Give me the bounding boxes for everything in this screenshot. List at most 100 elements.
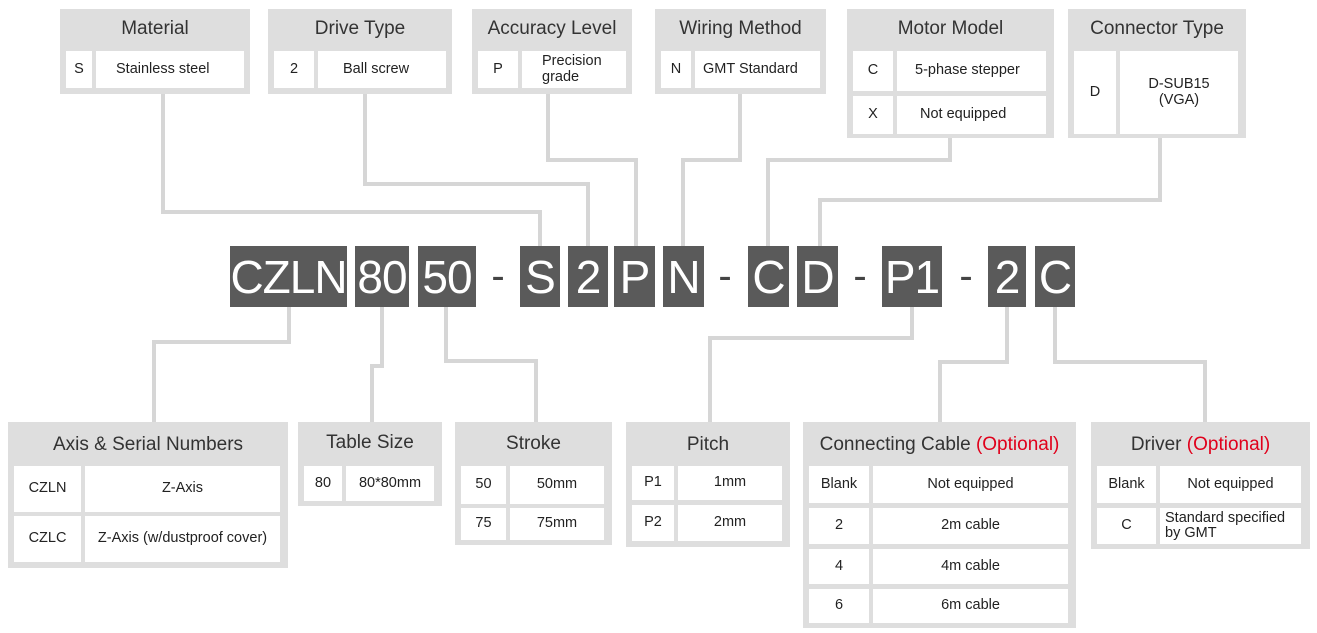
segment-drive-type: 2 (568, 246, 608, 307)
connector-type-panel: Connector Type D D-SUB15 (VGA) (1068, 9, 1246, 138)
axis-serial-desc: Z-Axis (w/dustproof cover) (85, 516, 280, 562)
driver-row-2: C Standard specified by GMT (1097, 508, 1301, 544)
motor-model-panel: Motor Model C 5-phase stepper X Not equi… (847, 9, 1054, 138)
stroke-panel: Stroke 50 50mm 75 75mm (455, 422, 612, 545)
driver-title-text: Driver (1130, 434, 1182, 455)
wiring-method-title: Wiring Method (679, 18, 802, 39)
connecting-cable-desc: 2m cable (873, 508, 1068, 544)
material-desc: Stainless steel (96, 51, 244, 88)
motor-model-code: X (853, 96, 893, 134)
connector-type-title: Connector Type (1090, 18, 1224, 39)
driver-desc: Standard specified by GMT (1160, 508, 1301, 544)
stroke-code: 50 (461, 466, 506, 504)
wiring-method-desc: GMT Standard (695, 51, 820, 88)
axis-serial-row-1: CZLN Z-Axis (14, 466, 280, 512)
axis-serial-panel: Axis & Serial Numbers CZLN Z-Axis CZLC Z… (8, 422, 288, 568)
driver-code: Blank (1097, 466, 1156, 503)
motor-model-row-2: X Not equipped (853, 96, 1046, 134)
connector-line-pitch (708, 307, 914, 424)
motor-model-title: Motor Model (897, 18, 1004, 39)
segment-wiring: N (663, 246, 704, 307)
segment-accuracy: P (614, 246, 655, 307)
material-title: Material (121, 18, 189, 39)
connecting-cable-desc: Not equipped (873, 466, 1068, 503)
segment-series: CZLN (230, 246, 348, 307)
table-size-row: 80 80*80mm (304, 466, 434, 501)
separator-dash: - (959, 254, 973, 298)
connector-line-accuracy (546, 94, 638, 246)
wiring-method-panel: Wiring Method N GMT Standard (655, 9, 826, 94)
pitch-row-2: P2 2mm (632, 505, 782, 541)
stroke-row-1: 50 50mm (461, 466, 604, 504)
driver-panel: Driver (Optional) Blank Not equipped C S… (1091, 422, 1310, 549)
optional-label: (Optional) (975, 434, 1060, 455)
driver-desc: Not equipped (1160, 466, 1301, 503)
connecting-cable-desc: 4m cable (873, 549, 1068, 584)
segment-driver: C (1035, 246, 1075, 307)
optional-label: (Optional) (1186, 434, 1271, 455)
driver-title: Driver (Optional) (1091, 434, 1310, 456)
pitch-panel: Pitch P1 1mm P2 2mm (626, 422, 790, 547)
connecting-cable-panel: Connecting Cable (Optional) Blank Not eq… (803, 422, 1076, 628)
connecting-cable-row-2: 2 2m cable (809, 508, 1068, 544)
pitch-row-1: P1 1mm (632, 466, 782, 500)
connector-line-axis (152, 307, 291, 424)
connecting-cable-title-text: Connecting Cable (819, 434, 971, 455)
axis-serial-code: CZLC (14, 516, 81, 562)
pitch-title: Pitch (686, 434, 730, 455)
connecting-cable-code: 4 (809, 549, 869, 584)
connector-line-connector (818, 138, 1162, 246)
separator-dash: - (853, 254, 867, 298)
axis-serial-code: CZLN (14, 466, 81, 512)
pitch-desc: 2mm (678, 505, 782, 541)
axis-serial-row-2: CZLC Z-Axis (w/dustproof cover) (14, 516, 280, 562)
connector-line-stroke (444, 307, 538, 424)
axis-serial-desc: Z-Axis (85, 466, 280, 512)
motor-model-desc: Not equipped (897, 96, 1046, 134)
connector-line-driver (1053, 307, 1207, 424)
accuracy-level-title: Accuracy Level (487, 18, 617, 39)
stroke-code: 75 (461, 508, 506, 540)
connector-type-row: D D-SUB15 (VGA) (1074, 51, 1238, 134)
connector-line-motor (766, 138, 952, 246)
connecting-cable-row-1: Blank Not equipped (809, 466, 1068, 503)
segment-connector: D (797, 246, 838, 307)
table-size-desc: 80*80mm (346, 466, 434, 501)
material-code: S (66, 51, 92, 88)
wiring-method-row: N GMT Standard (661, 51, 820, 88)
stroke-desc: 50mm (510, 466, 604, 504)
motor-model-desc: 5-phase stepper (897, 51, 1046, 91)
drive-type-panel: Drive Type 2 Ball screw (268, 9, 452, 94)
drive-type-row: 2 Ball screw (274, 51, 446, 88)
stroke-row-2: 75 75mm (461, 508, 604, 540)
connector-type-desc: D-SUB15 (VGA) (1120, 51, 1238, 134)
motor-model-code: C (853, 51, 893, 91)
connector-line-wiring (681, 94, 742, 246)
connector-line-cable (938, 307, 1009, 424)
axis-serial-title: Axis & Serial Numbers (52, 434, 244, 455)
accuracy-level-code: P (478, 51, 518, 88)
segment-motor: C (748, 246, 789, 307)
segment-material: S (520, 246, 560, 307)
driver-row-1: Blank Not equipped (1097, 466, 1301, 503)
connecting-cable-row-3: 4 4m cable (809, 549, 1068, 584)
pitch-desc: 1mm (678, 466, 782, 500)
connecting-cable-row-4: 6 6m cable (809, 589, 1068, 623)
segment-table-size: 80 (355, 246, 409, 307)
connecting-cable-code: 2 (809, 508, 869, 544)
connecting-cable-code: Blank (809, 466, 869, 503)
drive-type-code: 2 (274, 51, 314, 88)
table-size-code: 80 (304, 466, 342, 501)
accuracy-level-row: P Precision grade (478, 51, 626, 88)
segment-cable: 2 (988, 246, 1026, 307)
accuracy-level-panel: Accuracy Level P Precision grade (472, 9, 632, 94)
table-size-panel: Table Size 80 80*80mm (298, 422, 442, 506)
connecting-cable-title: Connecting Cable (Optional) (803, 434, 1076, 456)
material-row: S Stainless steel (66, 51, 244, 88)
pitch-code: P2 (632, 505, 674, 541)
pitch-code: P1 (632, 466, 674, 500)
drive-type-desc: Ball screw (318, 51, 446, 88)
connector-line-table-size (370, 307, 384, 424)
stroke-desc: 75mm (510, 508, 604, 540)
